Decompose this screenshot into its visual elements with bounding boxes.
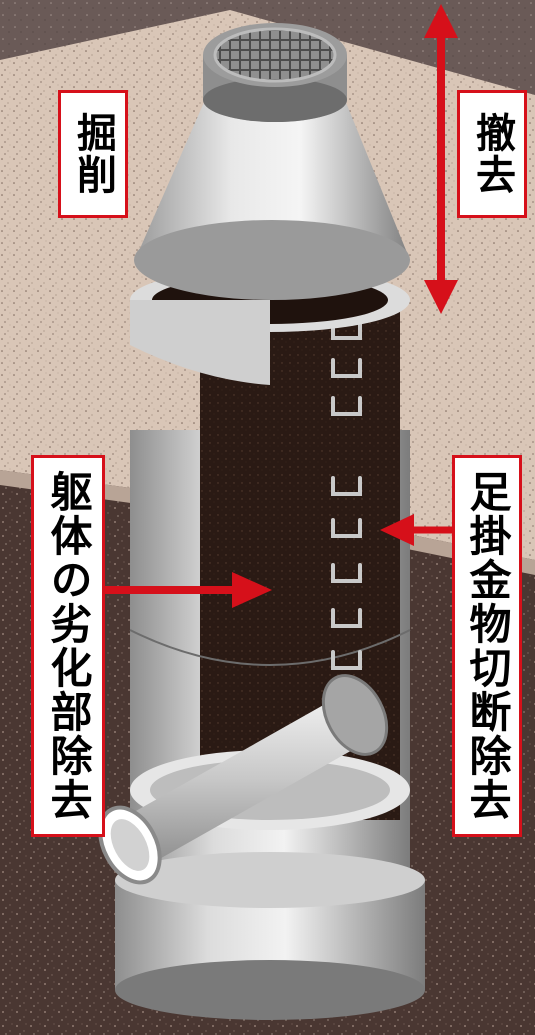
step-iron-cut-removal-label: 足掛金物切断除去 [452, 455, 522, 837]
body-deterioration-removal-label: 躯体の劣化部除去 [31, 455, 105, 837]
body-deterioration-removal-text: 躯体の劣化部除去 [44, 470, 93, 822]
double-arrow-icon [424, 4, 458, 314]
excavation-text: 掘削 [70, 112, 116, 196]
excavation-label: 掘削 [58, 90, 128, 218]
step-iron-cut-removal-text: 足掛金物切断除去 [463, 470, 512, 822]
removal-text: 撤去 [469, 112, 515, 196]
arrow-left-icon [380, 514, 454, 546]
removal-label: 撤去 [457, 90, 527, 218]
arrow-right-icon [104, 572, 272, 608]
